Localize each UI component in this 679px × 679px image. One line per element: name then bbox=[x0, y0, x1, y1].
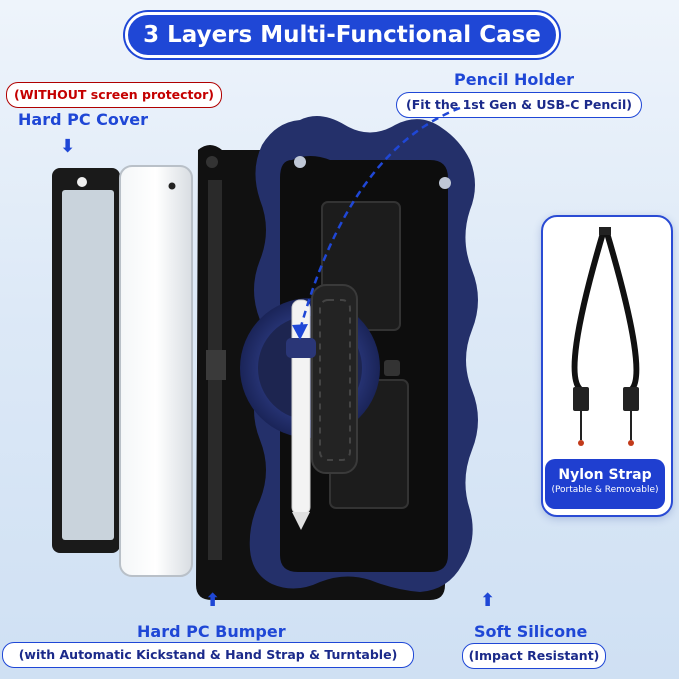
hard-pc-cover bbox=[52, 168, 120, 553]
soft-silicone-label: Soft Silicone bbox=[474, 622, 588, 641]
nylon-strap-title: Nylon Strap bbox=[558, 467, 652, 483]
down-arrow-icon: ⬇ bbox=[60, 136, 76, 157]
up-arrow-icon: ⬆ bbox=[205, 590, 221, 611]
pencil-holder-sub-label: (Fit the 1st Gen & USB-C Pencil) bbox=[396, 92, 642, 118]
pencil-holder-pointer bbox=[298, 106, 461, 331]
hard-pc-cover-label: Hard PC Cover bbox=[18, 110, 149, 129]
without-screen-protector-note: (WITHOUT screen protector) bbox=[6, 82, 222, 108]
pencil-holder-label: Pencil Holder bbox=[454, 70, 575, 89]
hard-pc-bumper-sub-label: (with Automatic Kickstand & Hand Strap &… bbox=[2, 642, 414, 668]
up-arrow-icon: ⬆ bbox=[480, 590, 496, 611]
pencil bbox=[286, 299, 316, 530]
hard-pc-bumper-label: Hard PC Bumper bbox=[137, 622, 286, 641]
tablet bbox=[119, 165, 193, 577]
nylon-strap-illustration bbox=[571, 227, 640, 446]
soft-silicone-sub-label: (Impact Resistant) bbox=[462, 643, 606, 669]
nylon-strap-subtitle: (Portable & Removable) bbox=[551, 485, 659, 495]
title-banner: 3 Layers Multi-Functional Case bbox=[125, 12, 559, 58]
nylon-strap-badge: Nylon Strap (Portable & Removable) bbox=[545, 459, 665, 509]
